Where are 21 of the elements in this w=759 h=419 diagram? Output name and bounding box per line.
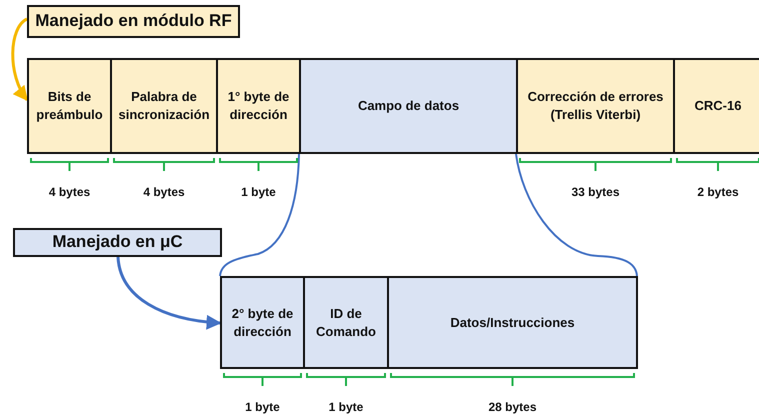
field-box: Datos/Instrucciones bbox=[387, 276, 638, 369]
field-box: 1° byte de dirección bbox=[216, 58, 301, 154]
heading-box: Manejado en μC bbox=[13, 228, 222, 257]
size-label: 1 byte bbox=[244, 400, 281, 414]
size-label: 1 byte bbox=[240, 185, 277, 199]
field-box: Bits de preámbulo bbox=[27, 58, 112, 154]
size-label: 2 bytes bbox=[696, 185, 740, 199]
field-box: Corrección de errores (Trellis Viterbi) bbox=[516, 58, 675, 154]
arrow bbox=[116, 256, 222, 330]
field-box: CRC-16 bbox=[673, 58, 759, 154]
field-box: ID de Comando bbox=[303, 276, 389, 369]
arrow bbox=[11, 18, 28, 102]
field-box: Campo de datos bbox=[299, 58, 518, 154]
size-label: 33 bytes bbox=[570, 185, 621, 199]
field-box: Palabra de sincronización bbox=[110, 58, 218, 154]
size-label: 1 byte bbox=[328, 400, 364, 414]
size-label: 4 bytes bbox=[142, 185, 186, 199]
heading-box: Manejado en módulo RF bbox=[27, 5, 240, 38]
size-label: 28 bytes bbox=[487, 400, 538, 414]
size-label: 4 bytes bbox=[48, 185, 92, 199]
field-box: 2° byte de dirección bbox=[220, 276, 305, 369]
